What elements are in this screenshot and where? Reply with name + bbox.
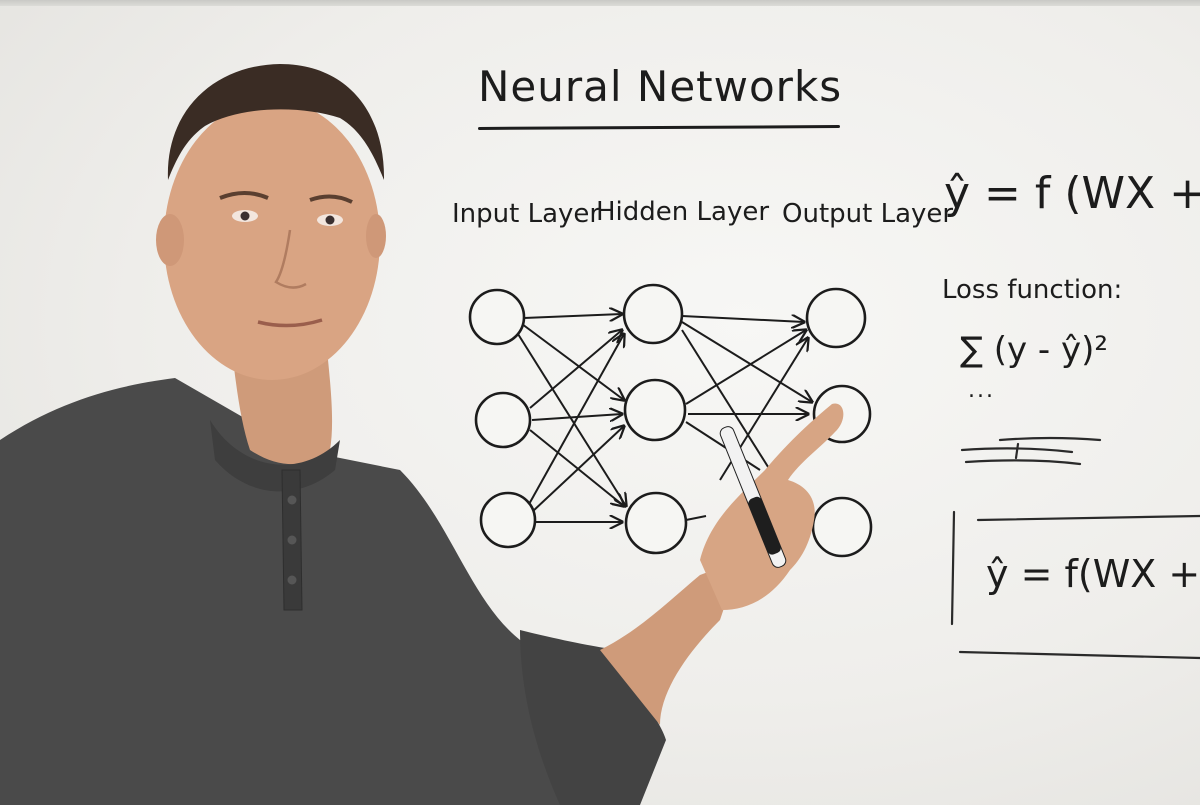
box-top-line [976, 514, 1200, 522]
output-neuron [805, 287, 867, 349]
scribble-line [998, 436, 1102, 442]
edge [681, 321, 812, 402]
loss-function-label: Loss function: [942, 275, 1123, 305]
pupil [325, 215, 335, 225]
scribble-line [960, 447, 1074, 454]
loss-continuation: ... [968, 378, 995, 403]
input-neuron [479, 491, 537, 549]
eyebrow [309, 194, 353, 204]
pupil [240, 211, 250, 221]
edge [517, 333, 626, 506]
loss-expression: ∑ (y - ŷ)² [960, 330, 1109, 370]
hidden-neuron [622, 283, 684, 345]
forearm [600, 560, 740, 725]
edge [681, 329, 771, 471]
ear [156, 214, 184, 266]
pointing-hand [700, 403, 844, 610]
whiteboard-frame [0, 0, 1200, 6]
edge [685, 330, 806, 405]
mouth [257, 318, 323, 328]
hidden-neuron [623, 378, 687, 442]
edge [521, 323, 624, 400]
boxed-equation: ŷ = f(WX +b) [986, 552, 1200, 596]
prediction-equation: ŷ = f (WX +b) [944, 168, 1200, 219]
scribble-line [964, 459, 1082, 466]
input-neuron [474, 391, 532, 449]
scribble-line [1014, 442, 1020, 460]
edge [529, 330, 622, 409]
edge [685, 515, 707, 521]
hidden-neuron [624, 491, 688, 555]
edge [523, 314, 622, 318]
shirt [0, 378, 619, 805]
edge [529, 429, 624, 506]
marker-icon [719, 426, 787, 568]
edge [685, 421, 761, 471]
collar [210, 420, 340, 492]
edge [527, 334, 624, 507]
output-neuron [811, 496, 873, 558]
shirt-button [287, 575, 297, 585]
box-left-line [950, 510, 956, 626]
ear [366, 214, 386, 258]
edge [531, 426, 624, 513]
box-bottom-line [958, 650, 1200, 660]
nose [274, 229, 307, 289]
input-neuron [468, 288, 526, 346]
face [164, 100, 380, 380]
shirt-button [287, 535, 297, 545]
hair [167, 64, 385, 180]
board-title: Neural Networks [478, 62, 843, 111]
eyebrow [219, 191, 269, 200]
shirt-button [287, 495, 297, 505]
edge [681, 316, 804, 322]
